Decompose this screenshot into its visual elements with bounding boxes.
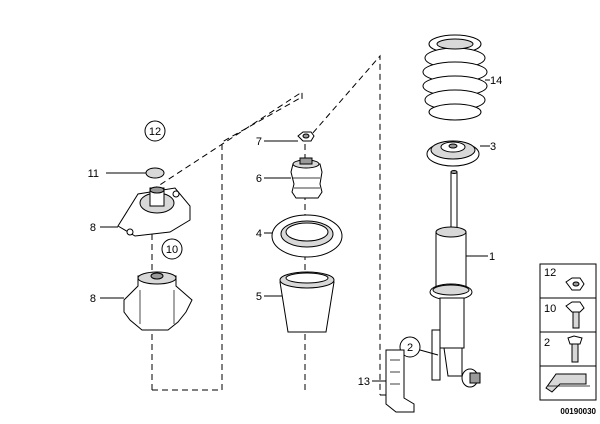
arrow-shape-icon [545, 373, 590, 393]
callout-8-upper: 8 [90, 222, 96, 234]
spring-pad-part [271, 214, 343, 258]
callout-3: 3 [490, 141, 496, 153]
coil-spring-part [422, 34, 488, 121]
callout-6: 6 [256, 173, 262, 185]
dust-boot-part [279, 271, 335, 333]
screw-icon [567, 335, 583, 363]
legend-item-12: 12 [544, 267, 556, 279]
nut-icon [565, 277, 585, 291]
shock-absorber-part [429, 170, 481, 388]
nut-part [297, 131, 315, 142]
callout-circle-10 [161, 238, 183, 260]
group-separators [151, 54, 395, 396]
callout-2: 2 [407, 342, 413, 354]
callout-8-lower: 8 [90, 293, 96, 305]
callout-circle-12 [144, 120, 166, 142]
callout-11: 11 [88, 168, 99, 180]
bump-stop-part [290, 157, 323, 199]
callout-1: 1 [489, 251, 495, 263]
spring-seat-part [426, 140, 480, 167]
callout-12: 12 [149, 126, 161, 138]
fastener-legend: 12 10 2 [539, 263, 597, 401]
bolt-icon [565, 301, 585, 329]
callout-circle-2 [399, 336, 421, 358]
callout-5: 5 [256, 291, 262, 303]
right-part-group [372, 34, 490, 413]
top-mount-part [117, 186, 191, 237]
callout-4: 4 [256, 228, 262, 240]
strut-bearing-part [123, 271, 193, 331]
callout-10: 10 [166, 244, 178, 256]
callout-13: 13 [358, 376, 370, 388]
callout-14: 14 [490, 75, 502, 87]
washer-part [145, 167, 165, 179]
middle-part-group [264, 131, 343, 333]
callout-7: 7 [256, 136, 262, 148]
bracket-part [385, 349, 415, 413]
legend-item-10: 10 [544, 303, 556, 315]
callout-labels: 12 11 8 10 8 7 6 4 5 14 3 1 2 13 [88, 75, 503, 388]
catalog-number: 00190030 [560, 407, 596, 416]
left-part-group [100, 120, 193, 331]
legend-item-2: 2 [544, 337, 550, 349]
